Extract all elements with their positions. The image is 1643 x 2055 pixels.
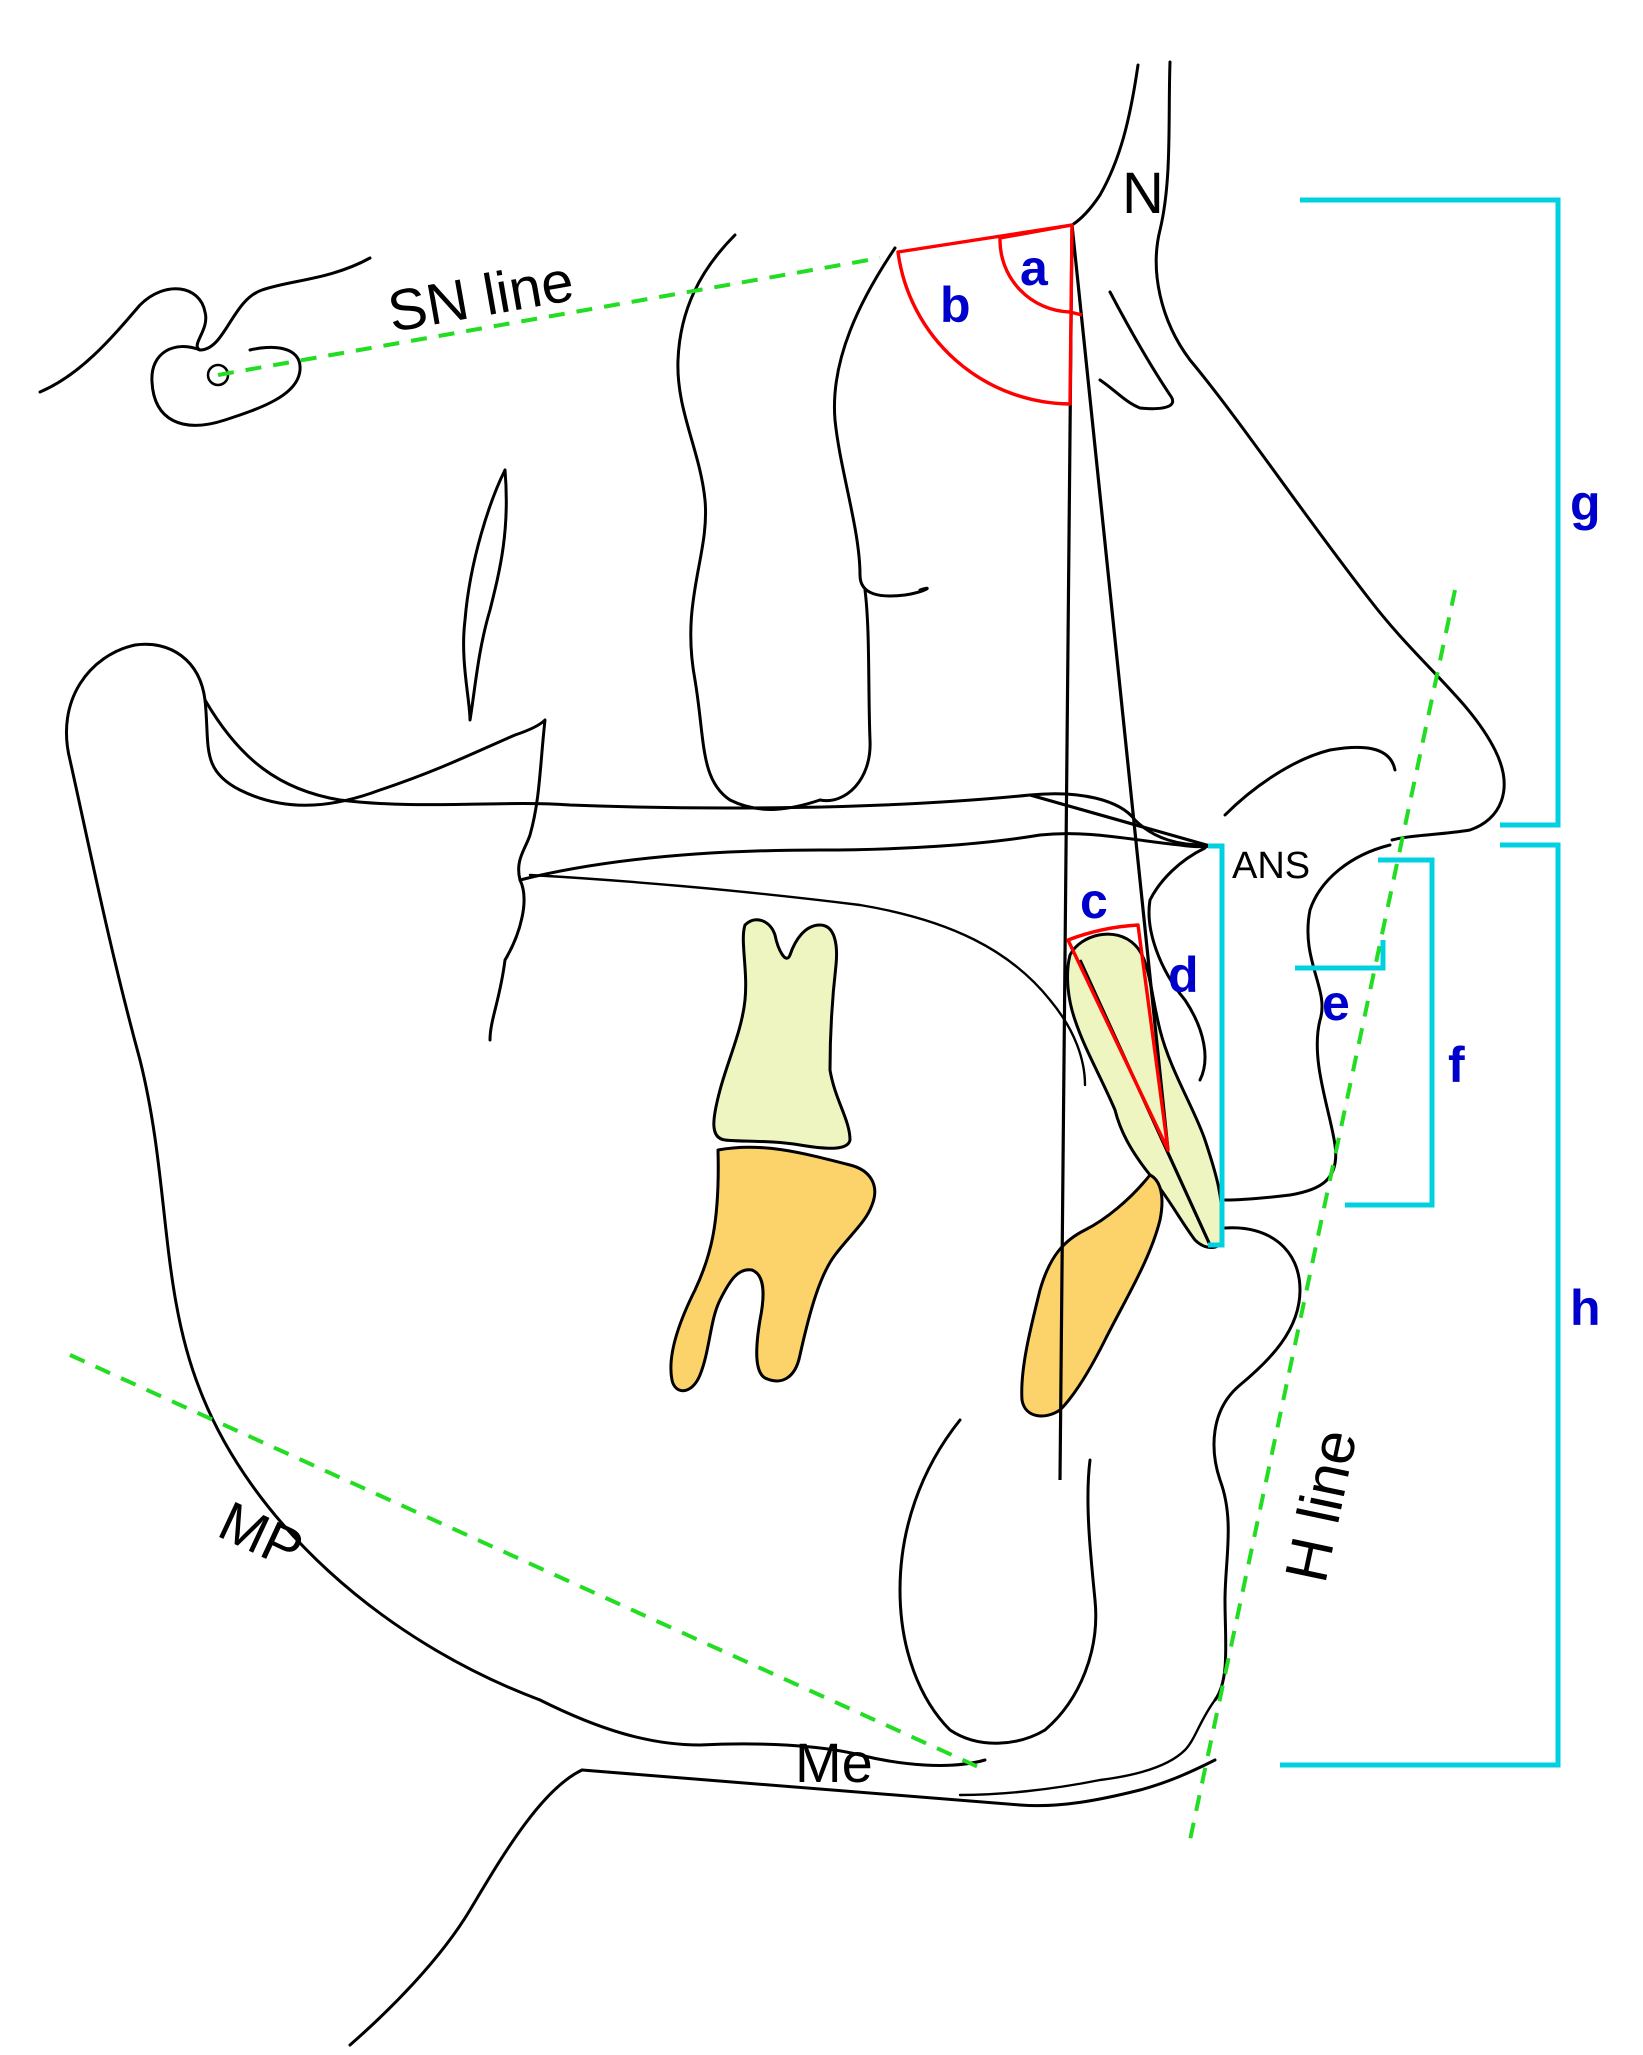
palate-lower (528, 873, 1087, 1087)
label-ans: ANS (1232, 845, 1310, 887)
measure-h: h (1570, 1280, 1601, 1336)
lower-molar (669, 1145, 877, 1393)
teeth (669, 918, 1225, 1418)
maxilla-front (1147, 846, 1207, 1082)
anatomy-outlines (38, 60, 1506, 2047)
orbit-contour (676, 233, 822, 811)
angle-markers (896, 223, 1170, 1152)
palatal-plane-outline (203, 698, 1207, 847)
ans-palatal-line (1029, 793, 1211, 848)
bracket-h (1280, 842, 1561, 1768)
bracket-f (1345, 857, 1435, 1208)
lower-incisor (1020, 1173, 1164, 1418)
nose-profile (1154, 60, 1506, 842)
lower-lip (1212, 1226, 1302, 1702)
bracket-g (1300, 197, 1561, 828)
upper-molar (712, 918, 852, 1150)
label-h-line: H line (1272, 1424, 1369, 1588)
measure-d: d (1168, 947, 1199, 1003)
sn-line (217, 256, 881, 377)
label-n: N (1122, 161, 1164, 226)
h-line (1188, 589, 1457, 1841)
frontal-process (832, 246, 929, 598)
n-to-incisor-line (1070, 224, 1170, 1151)
dashed-lines (69, 256, 1457, 1841)
sella-outline (38, 256, 372, 394)
measurement-brackets (1208, 197, 1561, 1768)
measure-f: f (1448, 1037, 1465, 1093)
nasal-bone (1070, 63, 1140, 227)
sella-turcica (150, 345, 302, 427)
symphysis (898, 1418, 1098, 1745)
measure-g: g (1570, 475, 1601, 531)
upper-lip (1223, 843, 1392, 1202)
nasal-tip-inner (1098, 290, 1174, 411)
measure-labels: a b c d e f g h (940, 240, 1601, 1336)
condyle-ramus (64, 642, 547, 1702)
zygoma-contour (818, 588, 872, 803)
n-vertical-line (1058, 224, 1074, 1481)
bracket-d (1208, 843, 1225, 1248)
measure-e: e (1322, 975, 1350, 1031)
angle-b-sector (896, 223, 1074, 406)
mentolabial-soft (958, 1698, 1217, 1797)
neck-line (348, 1768, 584, 2047)
measure-c: c (1080, 873, 1108, 929)
throat-line (580, 1758, 1217, 1808)
measure-a: a (1020, 240, 1049, 296)
hard-palate (518, 832, 1212, 882)
alar-curve (1223, 745, 1397, 817)
bracket-e (1295, 940, 1386, 971)
label-mp: MP (210, 1489, 313, 1582)
mandibular-plane-line (69, 1353, 986, 1772)
pterygo-fissure (462, 468, 508, 722)
angle-c-sector (1066, 923, 1170, 1152)
chin-throat (538, 1698, 987, 1767)
angle-a-sector (998, 223, 1083, 317)
measure-b: b (940, 277, 971, 333)
label-me: Me (795, 1731, 873, 1794)
